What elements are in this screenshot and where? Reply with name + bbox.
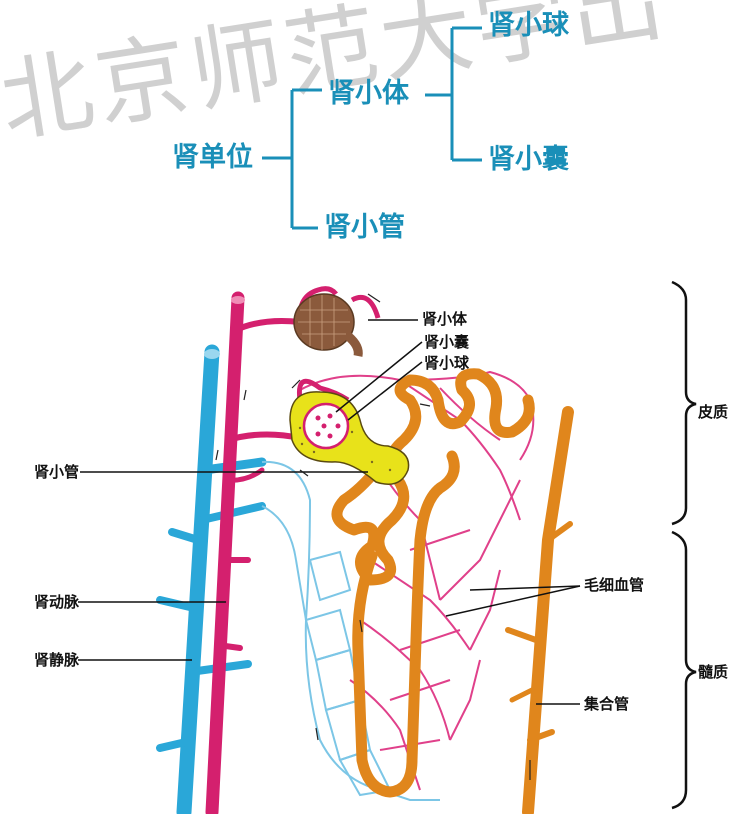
label-cortex: 皮质 xyxy=(698,403,729,421)
label-tubule: 肾小管 xyxy=(34,463,80,481)
tree-renal-corpuscle: 肾小体 xyxy=(328,78,409,109)
label-renal-vein: 肾静脉 xyxy=(34,651,80,669)
tree-tubule: 肾小管 xyxy=(324,212,405,243)
renal-corpuscle-closeup xyxy=(293,286,381,357)
label-renal-corpuscle: 肾小体 xyxy=(422,310,468,328)
label-capsule: 肾小囊 xyxy=(424,333,470,351)
tree-capsule: 肾小囊 xyxy=(488,144,569,175)
collecting-duct-vessel xyxy=(505,406,574,814)
label-medulla: 髓质 xyxy=(698,663,729,681)
label-renal-artery: 肾动脉 xyxy=(34,593,80,611)
cortex-brace xyxy=(671,280,697,526)
tree-root-nephron: 肾单位 xyxy=(172,142,253,173)
label-collecting-duct: 集合管 xyxy=(584,695,630,713)
tree-lines xyxy=(262,26,482,230)
callout-lines xyxy=(78,319,581,705)
tree-glomerulus: 肾小球 xyxy=(488,10,569,41)
renal-artery-vessel xyxy=(205,291,303,814)
flow-arrows xyxy=(215,293,531,780)
label-glomerulus: 肾小球 xyxy=(424,354,470,372)
label-capillary: 毛细血管 xyxy=(584,576,645,594)
renal-tubule-vessel xyxy=(331,368,535,798)
medulla-brace xyxy=(671,530,697,810)
bowmans-capsule xyxy=(289,378,410,485)
